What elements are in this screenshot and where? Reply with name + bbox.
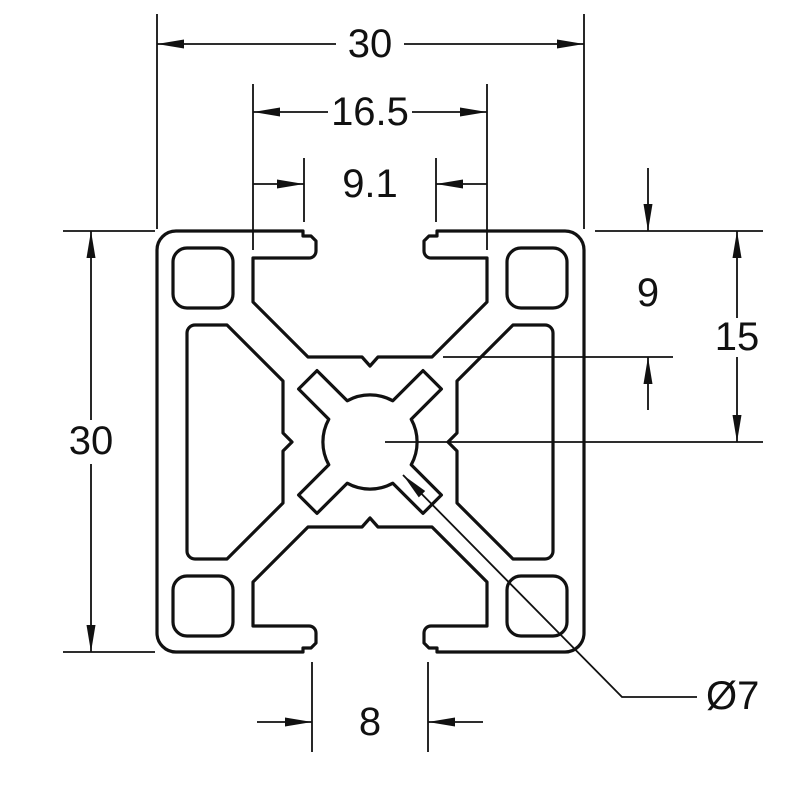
corner-channel-top-right bbox=[505, 246, 569, 310]
dim-overall-width-arrow-right bbox=[557, 39, 584, 49]
dim-top-opening: 9.1 bbox=[253, 158, 487, 222]
dim-face-to-center-extensions bbox=[385, 230, 763, 443]
dim-overall-width-label: 30 bbox=[348, 22, 393, 66]
dim-overall-height-arrow-top bbox=[86, 231, 96, 258]
dimensions: 30 16.5 9.1 9 bbox=[63, 14, 763, 752]
dim-slot-spacing-arrow-left bbox=[253, 107, 280, 117]
dim-overall-width-arrow-left bbox=[157, 39, 184, 49]
side-cavity-right bbox=[446, 323, 555, 561]
dim-bottom-opening: 8 bbox=[257, 662, 483, 752]
dim-top-opening-label: 9.1 bbox=[342, 162, 398, 206]
dim-face-to-center-arrow-top bbox=[732, 231, 742, 258]
dim-top-opening-arrow-left bbox=[277, 179, 304, 189]
extrusion-profile bbox=[155, 229, 586, 654]
dim-top-opening-arrow-right bbox=[436, 179, 463, 189]
dim-overall-height: 30 bbox=[63, 230, 155, 653]
dim-overall-width: 30 bbox=[156, 14, 585, 229]
dim-slot-spacing-label: 16.5 bbox=[331, 90, 409, 134]
dim-face-to-web-label: 9 bbox=[637, 271, 659, 315]
dim-center-bore-label: Ø7 bbox=[706, 674, 759, 718]
dim-face-to-web-arrow-top bbox=[643, 204, 653, 231]
dim-slot-spacing-arrow-right bbox=[460, 107, 487, 117]
dim-center-bore: Ø7 bbox=[402, 474, 759, 718]
dim-overall-height-arrow-bottom bbox=[86, 625, 96, 652]
dim-overall-width-extensions bbox=[156, 14, 585, 229]
corner-channel-top-left bbox=[171, 246, 235, 310]
dim-bottom-opening-extensions bbox=[311, 662, 429, 752]
center-bore-cross-slot bbox=[297, 369, 443, 515]
dim-center-bore-arrowhead bbox=[403, 475, 426, 498]
dim-slot-spacing: 16.5 bbox=[252, 84, 488, 250]
dim-center-bore-leader bbox=[402, 474, 697, 698]
dim-face-to-web: 9 bbox=[443, 168, 673, 410]
corner-channel-bottom-left bbox=[171, 574, 235, 638]
dim-face-to-web-arrow-bottom bbox=[643, 357, 653, 384]
dim-overall-height-label: 30 bbox=[69, 419, 114, 463]
dim-face-to-center-arrow-bottom bbox=[732, 415, 742, 442]
dim-bottom-opening-arrow-left bbox=[285, 717, 312, 727]
dim-bottom-opening-arrow-right bbox=[428, 717, 455, 727]
dim-overall-height-extensions bbox=[63, 230, 155, 653]
side-cavity-left bbox=[185, 323, 294, 561]
dim-bottom-opening-label: 8 bbox=[359, 700, 381, 744]
corner-channel-bottom-right bbox=[505, 574, 569, 638]
dim-face-to-center: 15 bbox=[385, 230, 763, 443]
dim-face-to-center-label: 15 bbox=[715, 315, 760, 359]
dim-top-opening-ticks bbox=[303, 158, 437, 222]
profile-outline bbox=[155, 229, 586, 654]
